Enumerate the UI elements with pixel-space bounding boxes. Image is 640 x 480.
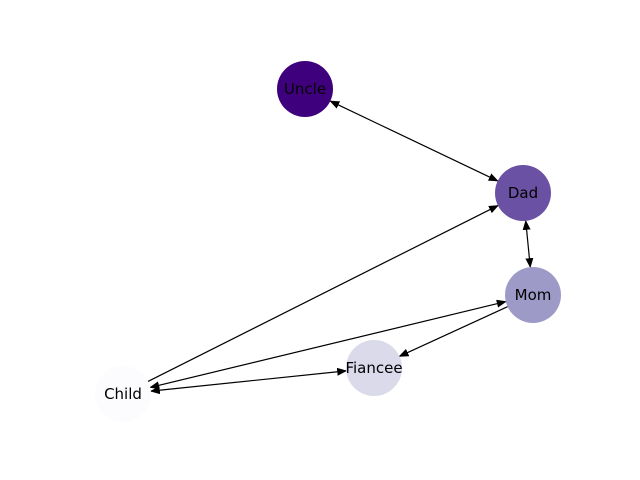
edge-mom-fiancee (398, 306, 508, 357)
node-label-uncle: Uncle (284, 80, 326, 98)
node-mom: Mom (505, 267, 561, 323)
node-label-dad: Dad (508, 184, 538, 202)
node-label-mom: Mom (515, 286, 552, 304)
edge-child-fiancee (149, 367, 348, 395)
node-dad: Dad (495, 165, 551, 221)
node-uncle: Uncle (277, 61, 333, 117)
node-circle-uncle (277, 61, 333, 117)
edge-child-mom (149, 299, 507, 390)
node-fiancee: Fiancee (345, 340, 403, 396)
node-circle-child (95, 366, 151, 422)
edge-uncle-dad (329, 100, 499, 182)
node-label-child: Child (104, 385, 142, 403)
node-child: Child (95, 366, 151, 422)
edges-layer (147, 100, 534, 395)
node-circle-dad (495, 165, 551, 221)
node-label-fiancee: Fiancee (345, 359, 402, 377)
edge-child-dad (147, 205, 499, 382)
node-circle-fiancee (346, 340, 402, 396)
edge-dad-mom (522, 219, 534, 269)
node-circle-mom (505, 267, 561, 323)
